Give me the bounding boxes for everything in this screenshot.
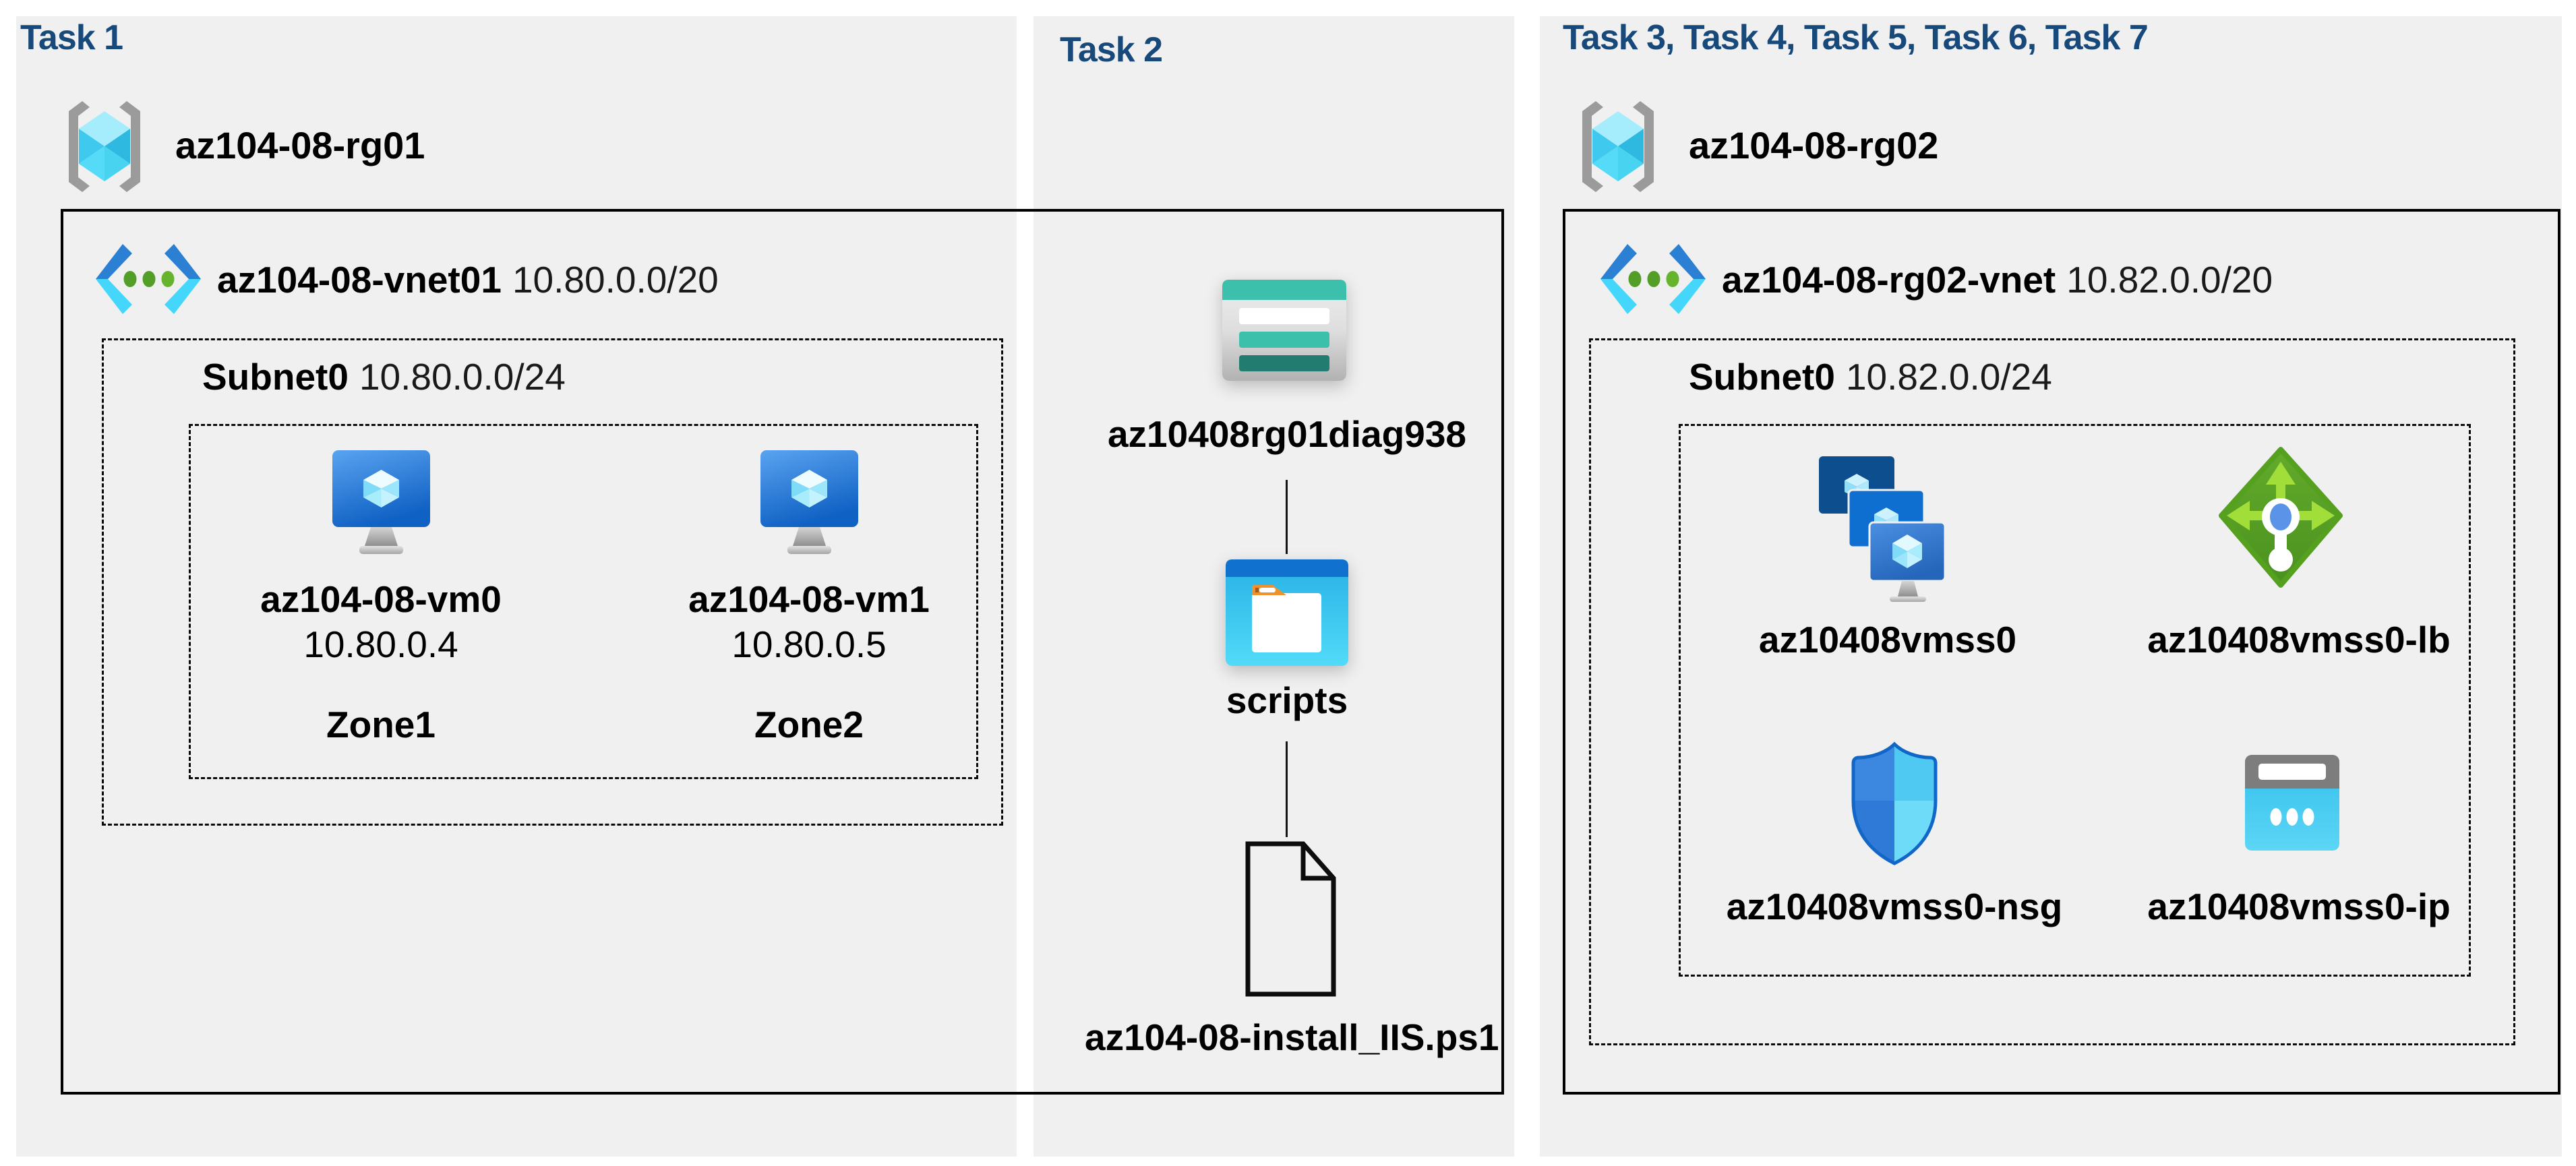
vmss-name: az10408vmss0 (1758, 619, 2017, 661)
vnet1-cidr: 10.80.0.0/20 (512, 259, 719, 301)
load-balancer-name: az10408vmss0-lb (2147, 619, 2451, 661)
public-ip-name: az10408vmss0-ip (2147, 886, 2451, 927)
panel-task1 (16, 16, 1017, 1157)
rg01-name: az104-08-rg01 (175, 124, 425, 166)
vnet-icon (1598, 240, 1708, 318)
connector-scripts-to-file (1286, 741, 1288, 837)
vm0-name: az104-08-vm0 (260, 578, 502, 620)
container-name: scripts (1226, 679, 1348, 721)
vm0-ip: 10.80.0.4 (303, 623, 458, 665)
nsg-name: az10408vmss0-nsg (1726, 886, 2063, 927)
vnet2-cidr: 10.82.0.0/20 (2066, 259, 2273, 301)
vm-icon (760, 450, 858, 558)
public-ip-icon (2245, 755, 2339, 851)
vm-icon (332, 450, 430, 558)
storage-account-name: az10408rg01diag938 (1107, 413, 1467, 455)
vnet2-name: az104-08-rg02-vnet (1722, 259, 2056, 301)
script-file-icon (1244, 841, 1338, 997)
vnet-icon (93, 240, 204, 318)
subnet2-name: Subnet0 (1689, 356, 1835, 398)
vm1-zone: Zone2 (754, 704, 864, 745)
vm1-name: az104-08-vm1 (688, 578, 930, 620)
subnet2-cidr: 10.82.0.0/24 (1845, 356, 2052, 398)
resource-group-icon (61, 98, 148, 195)
script-file-name: az104-08-install_IIS.ps1 (1085, 1016, 1499, 1058)
vmss-icon (1819, 456, 1945, 602)
blob-container-icon (1226, 559, 1348, 666)
task1-title: Task 1 (20, 18, 123, 57)
nsg-icon (1847, 741, 1942, 866)
resource-group-icon (1574, 98, 1662, 195)
vm1-ip: 10.80.0.5 (731, 623, 887, 665)
vm0-zone: Zone1 (326, 704, 436, 745)
connector-storage-to-scripts (1286, 480, 1288, 554)
rg01-boundary-box (61, 209, 1504, 1095)
load-balancer-icon (2219, 447, 2343, 588)
panel-task3 (1540, 16, 2562, 1157)
task2-title: Task 2 (1060, 30, 1163, 69)
storage-account-icon (1222, 280, 1346, 381)
subnet1-cidr: 10.80.0.0/24 (359, 356, 566, 398)
vmss-resources-box (1679, 424, 2471, 977)
subnet2-box (1589, 338, 2515, 1045)
subnet1-box (102, 338, 1003, 826)
rg02-boundary-box (1563, 209, 2560, 1095)
vnet1-name: az104-08-vnet01 (217, 259, 502, 301)
subnet1-name: Subnet0 (202, 356, 349, 398)
task3-title: Task 3, Task 4, Task 5, Task 6, Task 7 (1563, 18, 2149, 57)
rg02-name: az104-08-rg02 (1689, 124, 1939, 166)
vm-zone-box (189, 424, 978, 779)
